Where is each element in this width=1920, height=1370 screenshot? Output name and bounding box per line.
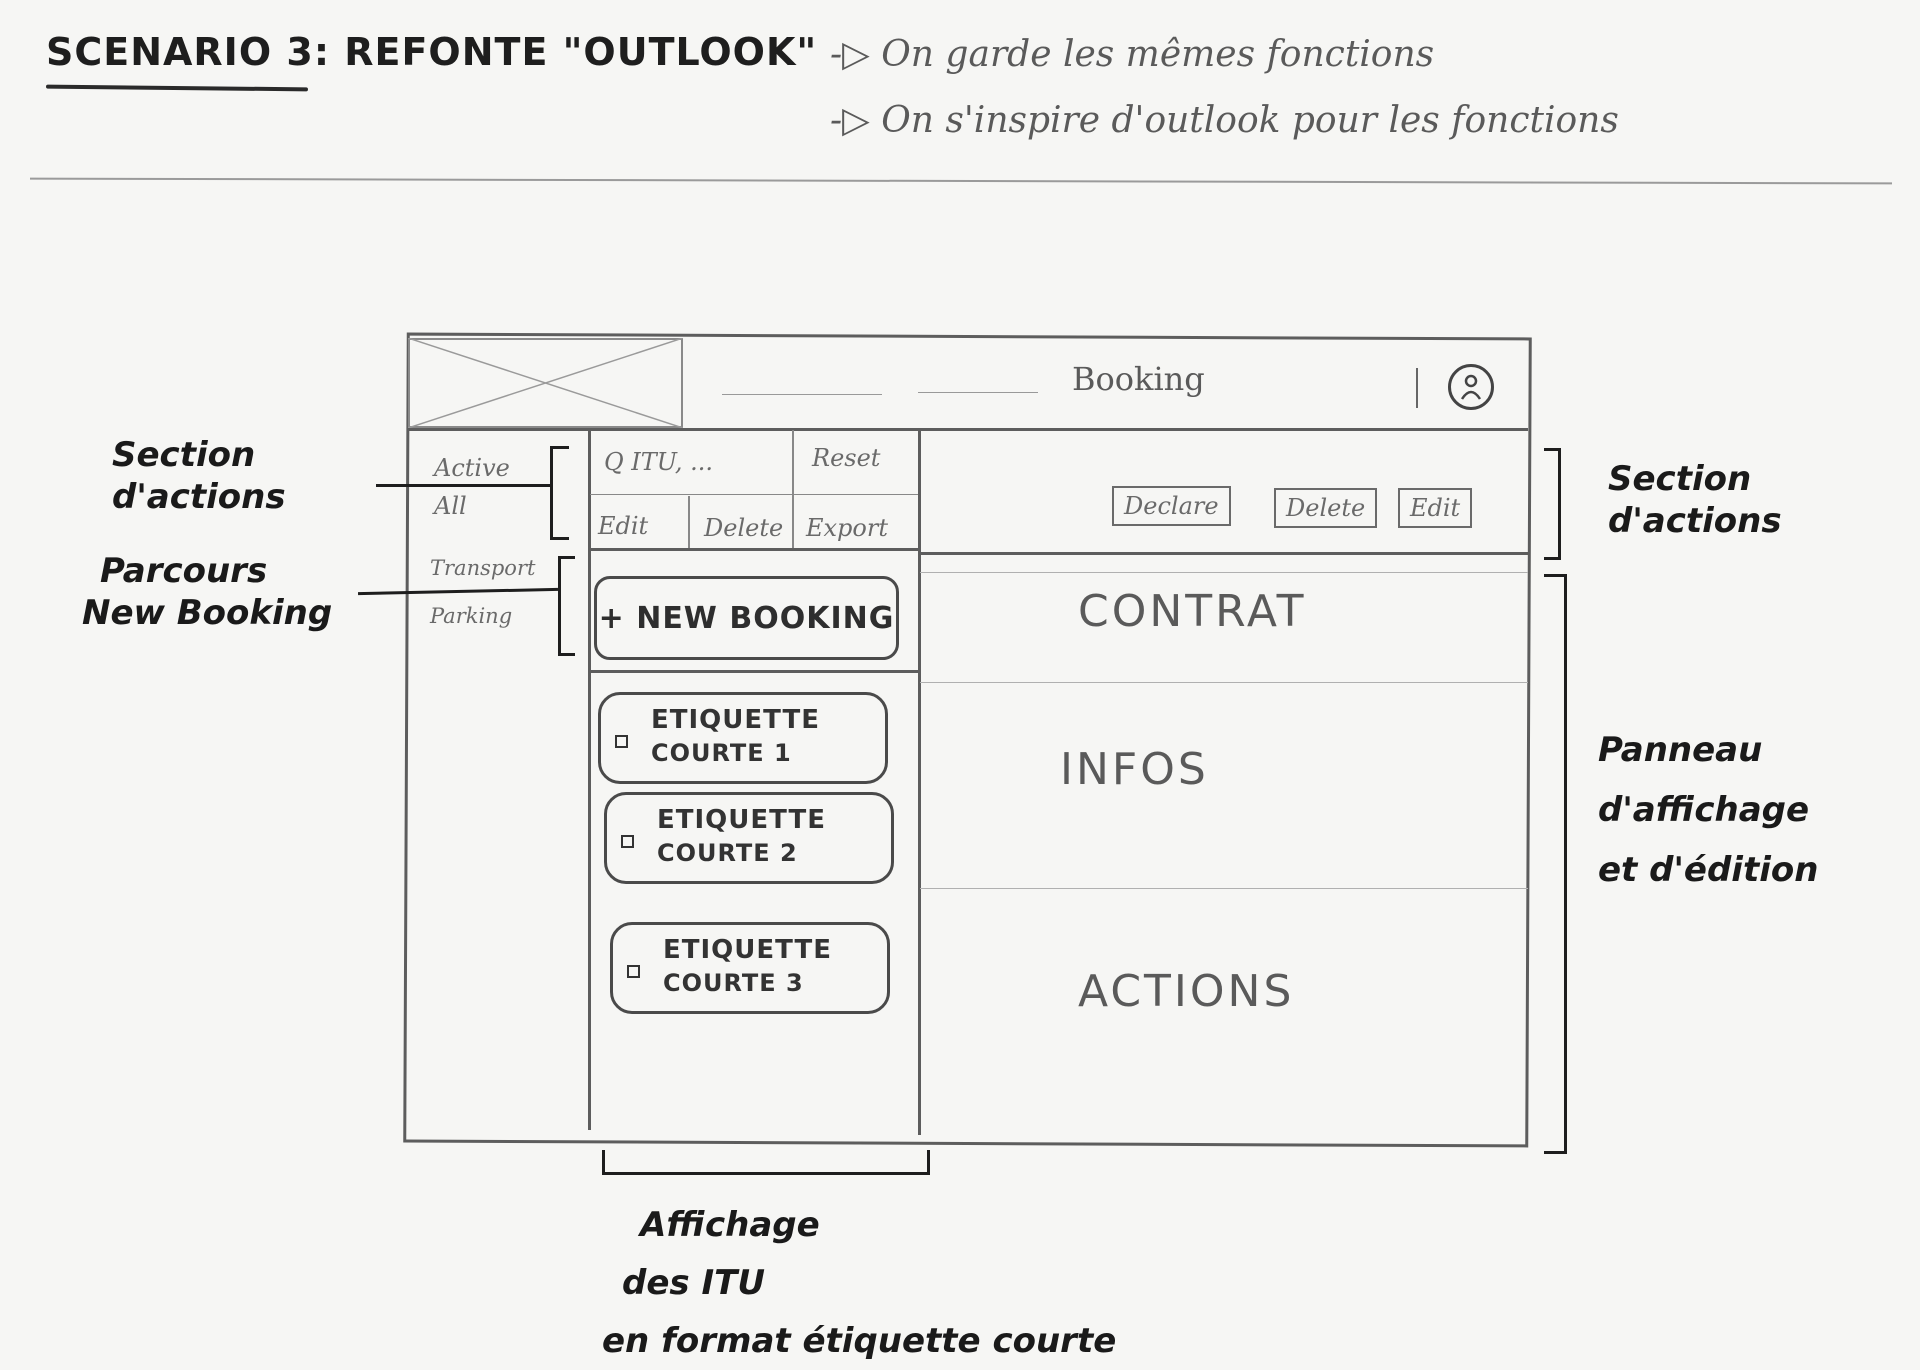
- itu-card-line-2: COURTE 2: [657, 839, 798, 867]
- user-icon-glyph: [1460, 374, 1482, 400]
- nav-item-all[interactable]: All: [434, 492, 467, 520]
- list-toolbar-row-divider: [590, 494, 918, 495]
- header-divider: [30, 177, 1892, 185]
- checkbox-icon[interactable]: [627, 965, 640, 978]
- itu-card-line-1: ETIQUETTE: [657, 805, 826, 835]
- list-column-divider: [918, 430, 921, 1135]
- annotation-bracket-right-panel: [1544, 574, 1567, 1154]
- annotation-bottom: Affichage des ITU en format étiquette co…: [602, 1196, 1116, 1370]
- itu-card-line-1: ETIQUETTE: [663, 935, 832, 965]
- goal-note-1: -▷ On garde les mêmes fonctions: [830, 34, 1435, 75]
- scenario-label: SCENARIO 3: [46, 30, 314, 74]
- export-button[interactable]: Export: [806, 514, 888, 542]
- annotation-line: d'affichage: [1598, 790, 1810, 830]
- header-bar-divider: [408, 428, 1528, 431]
- new-booking-button[interactable]: + NEW BOOKING: [594, 576, 899, 660]
- annotation-bracket-bottom: [602, 1150, 930, 1175]
- title-underline: [45, 84, 309, 92]
- sketch-title: SCENARIO 3: REFONTE "OUTLOOK": [46, 30, 817, 74]
- checkbox-icon[interactable]: [621, 835, 634, 848]
- itu-card[interactable]: ETIQUETTE COURTE 2: [604, 792, 894, 884]
- itu-card-line-1: ETIQUETTE: [651, 705, 820, 735]
- annotation-line: Parcours: [100, 551, 268, 591]
- wireframe-window: [403, 332, 1532, 1148]
- itu-card-line-2: COURTE 1: [651, 739, 792, 767]
- annotation-line: Section: [112, 435, 256, 475]
- annotation-line: d'actions: [112, 477, 286, 517]
- list-toolbar-divider: [590, 548, 920, 551]
- annotation-right-panel: Panneau d'affichage et d'édition: [1598, 720, 1818, 900]
- infos-panel-title: INFOS: [1060, 744, 1209, 795]
- infos-actions-divider: [920, 888, 1528, 889]
- reset-button[interactable]: Reset: [812, 444, 881, 472]
- annotation-line: New Booking: [82, 593, 333, 633]
- nav-column-divider: [588, 430, 591, 1130]
- annotation-line: Affichage: [640, 1205, 820, 1245]
- annotation-new-booking: Parcours New Booking: [82, 550, 332, 634]
- itu-card[interactable]: ETIQUETTE COURTE 1: [598, 692, 888, 784]
- header-sketch-line-1: [722, 394, 882, 395]
- annotation-bracket-new-booking: [558, 556, 575, 656]
- annotation-right-actions: Section d'actions: [1608, 458, 1782, 542]
- detail-edit-button[interactable]: Edit: [1398, 488, 1473, 528]
- page-title: Booking: [1072, 360, 1205, 398]
- contrat-panel-title: CONTRAT: [1078, 586, 1307, 637]
- header-sketch-line-2: [918, 392, 1038, 393]
- list-delete-button[interactable]: Delete: [704, 514, 784, 542]
- list-toolbar-col-divider-2: [688, 496, 690, 548]
- contrat-infos-divider: [920, 682, 1528, 683]
- annotation-bracket-right-actions: [1544, 448, 1561, 560]
- logo-placeholder-icon: [408, 338, 683, 428]
- detail-toolbar-divider: [920, 552, 1528, 555]
- annotation-line: en format étiquette courte: [602, 1321, 1117, 1361]
- nav-item-transport[interactable]: Transport: [430, 556, 536, 580]
- goal-note-2: -▷ On s'inspire d'outlook pour les fonct…: [830, 100, 1619, 141]
- annotation-line: d'actions: [1608, 501, 1782, 541]
- scenario-title: : REFONTE "OUTLOOK": [313, 30, 818, 74]
- new-booking-divider: [590, 670, 920, 673]
- actions-panel-title: ACTIONS: [1078, 966, 1295, 1017]
- list-edit-button[interactable]: Edit: [598, 512, 649, 540]
- user-icon[interactable]: [1448, 364, 1494, 410]
- checkbox-icon[interactable]: [615, 735, 628, 748]
- list-toolbar-col-divider-1: [792, 430, 794, 548]
- annotation-bracket-left-actions: [550, 446, 569, 540]
- annotation-left-actions: Section d'actions: [112, 434, 286, 518]
- itu-card[interactable]: ETIQUETTE COURTE 3: [610, 922, 890, 1014]
- annotation-line: des ITU: [622, 1263, 765, 1303]
- itu-card-line-2: COURTE 3: [663, 969, 804, 997]
- annotation-line: Panneau: [1598, 730, 1763, 770]
- detail-delete-button[interactable]: Delete: [1274, 488, 1378, 528]
- annotation-line: Section: [1608, 459, 1752, 499]
- nav-item-parking[interactable]: Parking: [430, 604, 513, 628]
- nav-item-active[interactable]: Active: [434, 454, 510, 482]
- header-separator: [1416, 368, 1418, 408]
- annotation-line: et d'édition: [1598, 850, 1819, 890]
- detail-toolbar-subline: [920, 572, 1528, 573]
- declare-button[interactable]: Declare: [1112, 486, 1231, 526]
- annotation-pointer-actions: [376, 484, 550, 487]
- search-input[interactable]: Q ITU, ...: [604, 448, 713, 476]
